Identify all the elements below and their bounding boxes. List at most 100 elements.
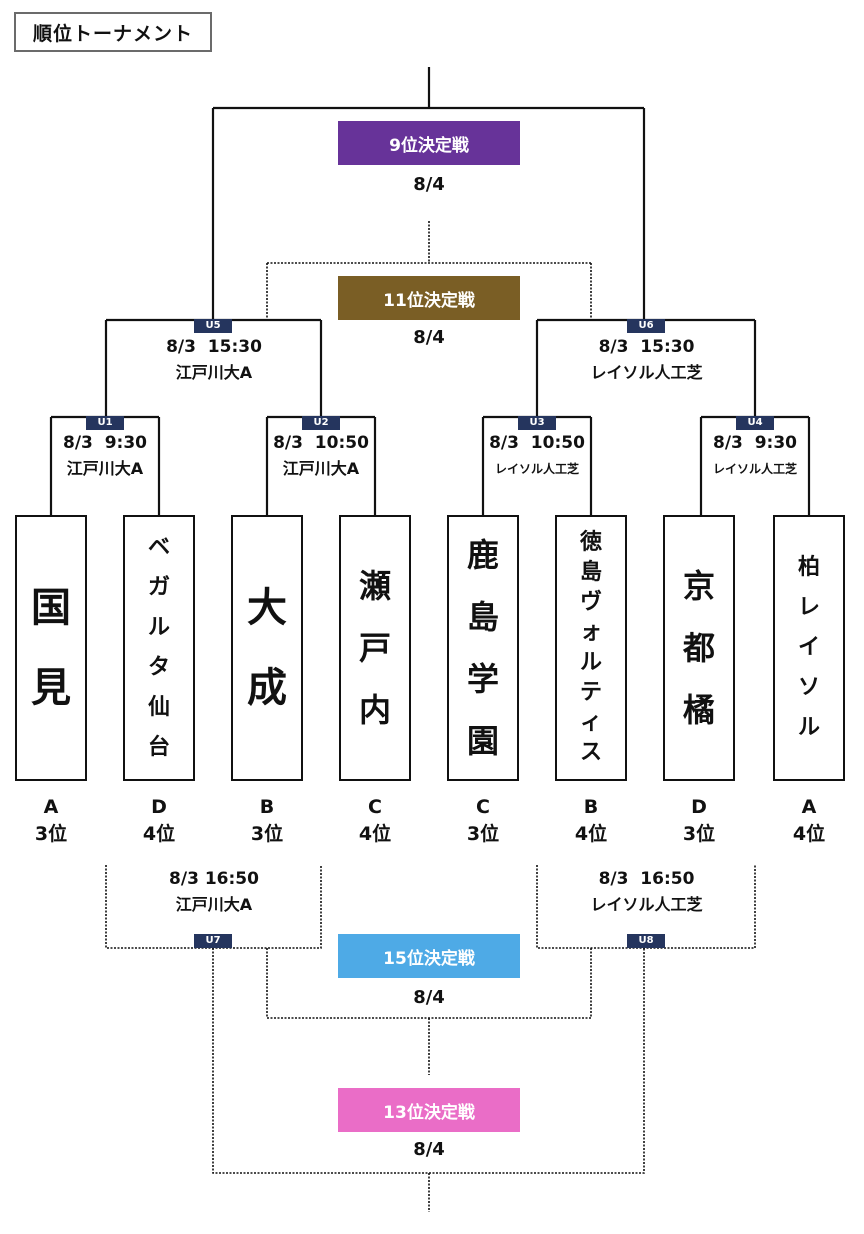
team-name-char: タ bbox=[147, 655, 170, 680]
seed-group: B bbox=[259, 796, 275, 818]
team-name-char: 見 bbox=[31, 665, 71, 711]
team-box: 国見 bbox=[15, 515, 87, 781]
team-name-char: 徳 bbox=[579, 530, 602, 555]
place-11-date: 8/4 bbox=[413, 327, 445, 348]
match-tag-u8: U8 bbox=[627, 934, 665, 948]
team-name-char: 国 bbox=[31, 585, 71, 631]
match-tag-u6: U6 bbox=[627, 319, 665, 333]
match-tag-u2: U2 bbox=[302, 416, 340, 430]
match-venue: レイソル人工芝 bbox=[494, 462, 579, 476]
team-name-char: イ bbox=[797, 635, 820, 660]
team-box: 柏レイソル bbox=[773, 515, 845, 781]
team-name-char: ィ bbox=[579, 710, 602, 735]
team-box: 瀬戸内 bbox=[339, 515, 411, 781]
team-name-char: 京 bbox=[682, 567, 715, 605]
match-tag-u7: U7 bbox=[194, 934, 232, 948]
bracket-line-13th bbox=[212, 948, 645, 1212]
bracket-line-11th bbox=[266, 221, 592, 320]
match-venue: 江戸川大A bbox=[66, 459, 144, 478]
team-name-char: 橘 bbox=[682, 691, 715, 729]
match-time: 8/3 10:50 bbox=[489, 433, 585, 453]
team-name-char: 学 bbox=[466, 660, 499, 698]
team-name-char: ォ bbox=[579, 620, 602, 645]
team-seed: B 3位 bbox=[231, 794, 303, 848]
team-box: 鹿島学園 bbox=[447, 515, 519, 781]
match-info-u6: 8/3 15:30 レイソル人工芝 bbox=[544, 334, 749, 386]
match-time: 8/3 9:30 bbox=[713, 433, 797, 453]
seed-group: A bbox=[43, 796, 59, 818]
team-seed: A 3位 bbox=[15, 794, 87, 848]
team-name-char: レ bbox=[797, 595, 820, 620]
team-name-char: 台 bbox=[147, 735, 170, 760]
place-13-label: 13位決定戦 bbox=[338, 1088, 520, 1132]
team-name-char: 鹿 bbox=[466, 536, 499, 574]
match-time: 8/3 10:50 bbox=[273, 433, 369, 453]
team-name-char: 園 bbox=[466, 722, 499, 760]
match-venue: レイソル人工芝 bbox=[590, 363, 703, 382]
place-11-label: 11位決定戦 bbox=[338, 276, 520, 320]
team-name-char: ル bbox=[797, 715, 820, 740]
bracket-line-15th bbox=[266, 948, 592, 1075]
seed-rank: 3位 bbox=[682, 823, 716, 845]
team-box: 京都橘 bbox=[663, 515, 735, 781]
team-seed: A 4位 bbox=[773, 794, 845, 848]
place-9-label: 9位決定戦 bbox=[338, 121, 520, 165]
match-tag-u1: U1 bbox=[86, 416, 124, 430]
team-seed: B 4位 bbox=[555, 794, 627, 848]
team-name-char: ス bbox=[579, 740, 602, 765]
team-box: ベガルタ仙台 bbox=[123, 515, 195, 781]
match-venue: レイソル人工芝 bbox=[590, 895, 703, 914]
team-name-char: テ bbox=[579, 680, 602, 705]
place-15-label: 15位決定戦 bbox=[338, 934, 520, 978]
bracket-line-9th bbox=[211, 67, 646, 320]
seed-group: C bbox=[476, 796, 490, 818]
place-15-date: 8/4 bbox=[413, 987, 445, 1008]
seed-rank: 3位 bbox=[250, 823, 284, 845]
seed-rank: 4位 bbox=[792, 823, 826, 845]
team-name-char: 大 bbox=[247, 585, 287, 631]
match-venue: 江戸川大A bbox=[175, 895, 253, 914]
team-name-char: ガ bbox=[147, 575, 170, 600]
match-venue: 江戸川大A bbox=[175, 363, 253, 382]
seed-group: D bbox=[151, 796, 167, 818]
match-venue: レイソル人工芝 bbox=[712, 462, 797, 476]
match-time: 8/3 9:30 bbox=[63, 433, 147, 453]
team-name-char: 内 bbox=[358, 691, 391, 729]
seed-rank: 3位 bbox=[34, 823, 68, 845]
seed-rank: 4位 bbox=[142, 823, 176, 845]
team-name-char: ベ bbox=[147, 535, 170, 560]
team-name-char: 島 bbox=[579, 560, 602, 585]
team-box: 徳島ヴォルティス bbox=[555, 515, 627, 781]
match-info-u2: 8/3 10:50 江戸川大A bbox=[269, 430, 373, 482]
place-13-date: 8/4 bbox=[413, 1139, 445, 1160]
match-info-u5: 8/3 15:30 江戸川大A bbox=[113, 334, 315, 386]
place-9-date: 8/4 bbox=[413, 174, 445, 195]
team-seed: D 4位 bbox=[123, 794, 195, 848]
match-time: 8/3 16:50 bbox=[169, 869, 259, 889]
match-venue: 江戸川大A bbox=[282, 459, 360, 478]
match-time: 8/3 15:30 bbox=[598, 337, 695, 357]
page-title: 順位トーナメント bbox=[14, 12, 212, 52]
match-info-u3: 8/3 10:50 レイソル人工芝 bbox=[485, 430, 589, 482]
match-time: 8/3 16:50 bbox=[598, 869, 695, 889]
match-info-u8: 8/3 16:50 レイソル人工芝 bbox=[544, 866, 749, 918]
seed-group: D bbox=[691, 796, 707, 818]
team-name-char: ル bbox=[579, 650, 602, 675]
team-seed: D 3位 bbox=[663, 794, 735, 848]
team-box: 大成 bbox=[231, 515, 303, 781]
team-name-char: ル bbox=[147, 615, 170, 640]
match-time: 8/3 15:30 bbox=[166, 337, 262, 357]
match-tag-u4: U4 bbox=[736, 416, 774, 430]
team-name-char: 瀬 bbox=[358, 567, 391, 605]
match-tag-u5: U5 bbox=[194, 319, 232, 333]
team-name-char: 島 bbox=[466, 598, 499, 636]
team-name-char: 戸 bbox=[358, 629, 391, 667]
team-name-char: ヴ bbox=[579, 590, 602, 615]
seed-rank: 4位 bbox=[574, 823, 608, 845]
seed-group: B bbox=[583, 796, 599, 818]
team-name-char: ソ bbox=[797, 675, 820, 700]
seed-group: A bbox=[801, 796, 817, 818]
match-info-u1: 8/3 9:30 江戸川大A bbox=[53, 430, 157, 482]
